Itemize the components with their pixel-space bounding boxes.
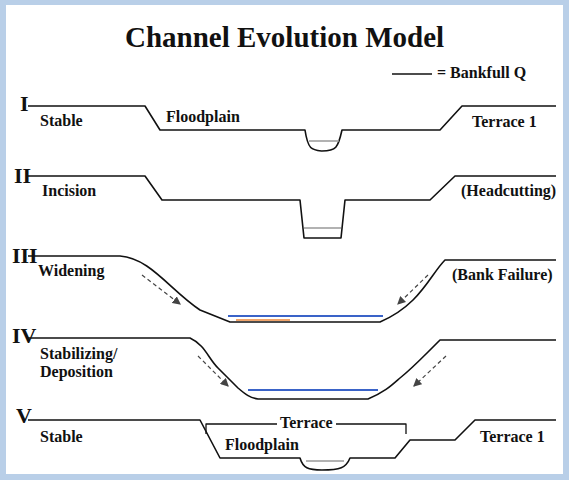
bankfull-line	[248, 389, 378, 391]
profile-incision	[28, 176, 556, 238]
floodplain-label: Floodplain	[225, 436, 299, 454]
bank-label: Stable	[40, 428, 83, 446]
floodplain-label: Floodplain	[166, 108, 240, 126]
stage-number: II	[14, 164, 31, 188]
stage-number: III	[12, 244, 38, 268]
stage-number: IV	[12, 324, 36, 348]
profile-widening	[28, 256, 556, 322]
bankfull-line	[309, 140, 339, 142]
terrace-label: Terrace 1	[472, 113, 537, 131]
bankfull-line	[306, 460, 344, 462]
failure-arrow	[142, 275, 180, 304]
profile-stabilizing	[28, 338, 556, 399]
process-label: (Bank Failure)	[452, 266, 553, 284]
bankfull-line	[228, 315, 383, 317]
old-channel-line	[236, 319, 290, 321]
diagram-title: Channel Evolution Model	[125, 22, 444, 54]
process-label: Stabilizing/ Deposition	[40, 345, 136, 380]
terrace-label: Terrace	[277, 414, 336, 432]
process-label: (Headcutting)	[461, 182, 556, 200]
legend-text: = Bankfull Q	[437, 64, 526, 82]
bankfull-line	[304, 227, 341, 229]
profile-stable	[28, 106, 556, 151]
deposition-arrow	[414, 356, 446, 386]
legend-line-sample	[392, 73, 432, 75]
stage-number: I	[20, 92, 29, 116]
process-label: Incision	[42, 182, 96, 200]
bank-label: Stable	[40, 112, 83, 130]
deposition-arrow	[198, 356, 228, 386]
process-label: Widening	[38, 262, 104, 280]
failure-arrow	[398, 275, 428, 304]
terrace-label: Terrace 1	[480, 428, 545, 446]
stage-number: V	[16, 404, 32, 428]
